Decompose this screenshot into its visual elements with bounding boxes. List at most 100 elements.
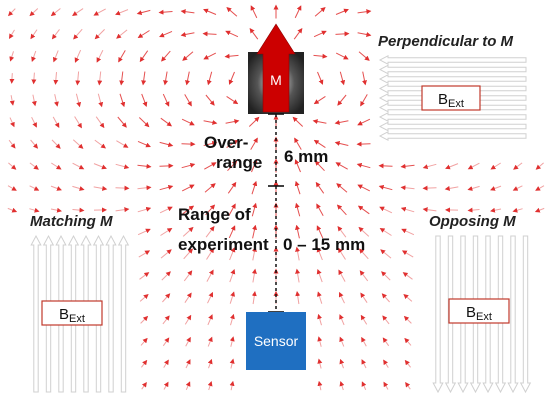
field-arrow	[141, 339, 147, 346]
field-arrow	[362, 338, 367, 346]
field-arrow	[358, 185, 370, 191]
field-arrow	[8, 208, 16, 211]
field-arrow	[97, 50, 103, 62]
field-arrow	[380, 186, 393, 189]
field-arrow	[207, 270, 213, 281]
field-arrow	[209, 360, 212, 368]
field-arrow	[295, 6, 301, 18]
field-arrow	[251, 6, 257, 18]
field-arrow	[314, 31, 326, 36]
field-arrow	[362, 382, 365, 390]
field-arrow	[336, 34, 349, 35]
field-arrow	[359, 52, 369, 60]
field-arrow	[336, 10, 348, 15]
external-field-arrow	[433, 236, 443, 392]
field-arrow	[405, 339, 411, 346]
field-arrow	[340, 338, 344, 347]
field-arrow	[94, 164, 106, 169]
field-arrow	[424, 188, 437, 189]
field-arrow	[340, 293, 345, 303]
field-arrow	[336, 143, 349, 146]
field-arrow	[142, 94, 147, 106]
field-arrow	[491, 163, 500, 169]
field-arrow	[296, 182, 300, 194]
field-arrow	[319, 360, 321, 369]
field-arrow	[161, 250, 171, 258]
field-arrow	[162, 51, 171, 61]
perpendicular-title: Perpendicular to M	[378, 33, 514, 50]
field-arrow	[121, 72, 123, 85]
field-arrow	[253, 270, 255, 283]
field-arrow	[318, 292, 322, 303]
field-arrow	[76, 94, 79, 107]
field-arrow	[204, 163, 215, 169]
field-arrow	[404, 295, 412, 302]
field-arrow	[446, 187, 459, 189]
field-arrow	[116, 209, 129, 211]
field-arrow	[293, 118, 302, 127]
field-arrow	[163, 316, 169, 324]
field-arrow	[362, 360, 366, 368]
field-arrow	[164, 383, 168, 390]
field-arrow	[231, 337, 233, 347]
external-field-arrow	[380, 113, 526, 121]
field-arrow	[74, 29, 82, 39]
field-arrow	[75, 50, 80, 62]
field-arrow	[165, 72, 167, 85]
field-arrow	[186, 382, 189, 390]
field-arrow	[208, 338, 212, 347]
field-arrow	[402, 229, 414, 234]
field-arrow	[186, 360, 190, 368]
field-arrow	[363, 72, 366, 85]
field-arrow	[116, 141, 127, 148]
field-arrow	[383, 316, 389, 324]
field-arrow	[296, 204, 299, 217]
field-arrow	[297, 270, 299, 283]
field-arrow	[341, 382, 344, 390]
field-arrow	[314, 55, 327, 56]
field-arrow	[536, 208, 544, 211]
sensor-label: Sensor	[254, 333, 299, 349]
field-arrow	[52, 140, 60, 148]
field-arrow	[185, 293, 191, 302]
field-arrow	[514, 186, 523, 190]
field-arrow	[30, 163, 38, 169]
field-arrow	[183, 52, 193, 60]
magnet-arrow-icon	[257, 24, 295, 112]
field-arrow	[120, 94, 124, 106]
field-arrow	[209, 382, 212, 390]
field-arrow	[98, 94, 101, 107]
field-arrow	[55, 94, 58, 106]
field-arrow	[513, 209, 522, 212]
field-arrow	[95, 29, 104, 38]
external-field-arrow	[380, 75, 526, 83]
field-arrow	[252, 204, 255, 217]
field-arrow	[73, 163, 84, 169]
external-field-arrow	[380, 65, 526, 73]
field-arrow	[73, 210, 84, 211]
field-arrow	[340, 315, 344, 325]
field-arrow	[116, 188, 129, 189]
matching-title: Matching M	[30, 213, 113, 230]
field-arrow	[314, 121, 327, 123]
field-arrow	[142, 383, 147, 389]
field-arrow	[187, 72, 190, 85]
field-arrow	[336, 121, 349, 123]
field-arrow	[141, 317, 148, 324]
field-arrow	[402, 165, 415, 167]
field-arrow	[182, 11, 195, 13]
field-arrow	[406, 383, 411, 389]
field-arrow	[227, 96, 238, 103]
field-arrow	[94, 9, 105, 15]
field-arrow	[10, 30, 15, 38]
field-arrow	[319, 315, 322, 325]
field-arrow	[160, 31, 172, 36]
field-arrow	[143, 72, 145, 85]
field-arrow	[160, 142, 173, 145]
field-arrow	[52, 9, 61, 16]
field-arrow	[339, 270, 345, 281]
field-arrow	[31, 30, 37, 39]
field-arrow	[226, 121, 239, 123]
field-arrow	[361, 94, 368, 105]
